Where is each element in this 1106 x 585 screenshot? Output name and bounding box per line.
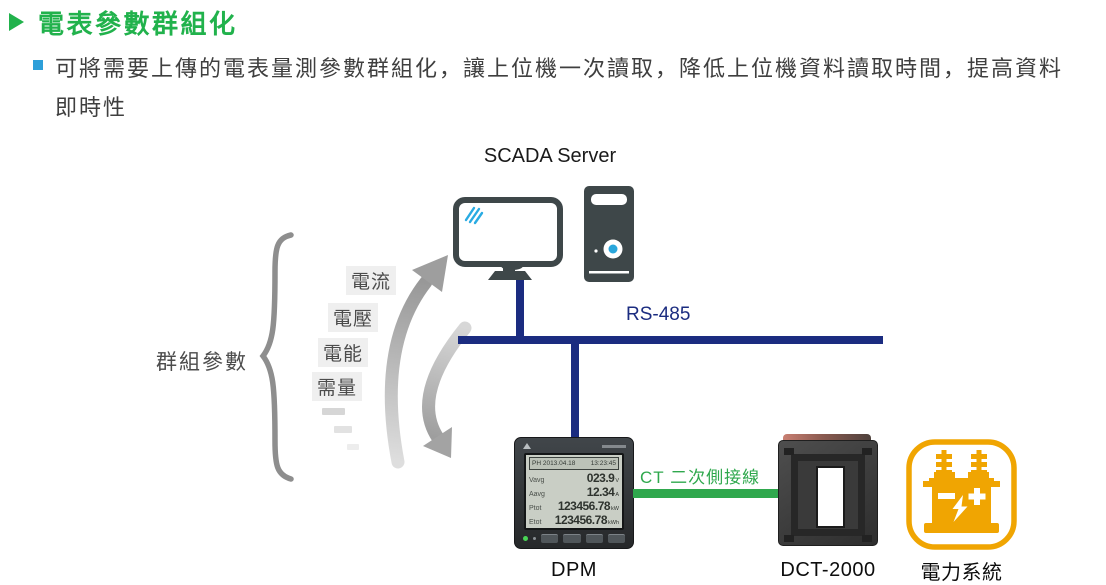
ct-wiring-line [633, 489, 778, 498]
dpm-buttons [523, 534, 625, 543]
dct-corner-tab [862, 448, 872, 455]
dct-corner-tab [784, 448, 794, 455]
dpm-key [541, 534, 559, 543]
pc-tower-icon [584, 186, 634, 282]
dpm-key [563, 534, 581, 543]
square-bullet-icon [33, 60, 43, 70]
dct-copper-winding [783, 434, 871, 445]
power-system-label: 電力系統 [920, 562, 1003, 584]
lcd-time: 13:23:45 [590, 460, 616, 467]
scada-server-label: SCADA Server [483, 145, 617, 167]
param-chip-voltage: 電壓 [328, 303, 379, 332]
dct-2000-label: DCT-2000 [780, 559, 876, 581]
dpm-meter: PH 2013.04.18 13:23:45 Vavg 023.9 V Aavg… [514, 437, 634, 549]
page-title: 電表參數群組化 [38, 9, 238, 39]
param-chip-energy: 電能 [318, 338, 369, 367]
dct-corner-tab [784, 535, 794, 542]
dct-2000-device [778, 434, 878, 548]
upload-arrow-icon [384, 255, 448, 469]
faded-param-dash [322, 408, 345, 415]
intro-line-1: 可將需要上傳的電表量測參數群組化，讓上位機一次讀取，降低上位機資料讀取時間，提高… [55, 56, 1064, 81]
lcd-row-etot: Etot 123456.78 kWh [529, 513, 619, 527]
bus-line-server-drop [516, 277, 524, 338]
data-transfer-arrows [384, 255, 472, 469]
param-chip-demand: 需量 [312, 372, 363, 401]
faded-param-dash [334, 426, 352, 433]
dpm-lcd-screen: PH 2013.04.18 13:23:45 Vavg 023.9 V Aavg… [524, 453, 624, 530]
dpm-label: DPM [551, 559, 597, 581]
download-arrow-icon [422, 321, 472, 458]
lcd-header: PH 2013.04.18 13:23:45 [529, 457, 619, 470]
lcd-row-aavg: Aavg 12.34 A [529, 485, 619, 499]
faded-param-dash [347, 444, 359, 450]
dct-center-window [816, 466, 845, 528]
lcd-row-ptot: Ptot 123456.78 kW [529, 499, 619, 513]
intro-text: 可將需要上傳的電表量測參數群組化，讓上位機一次讀取，降低上位機資料讀取時間，提高… [55, 49, 1105, 127]
rs485-label: RS-485 [626, 304, 691, 325]
bus-line-meter-drop [571, 344, 579, 439]
intro-line-2: 即時性 [55, 95, 128, 120]
triangle-bullet-icon [9, 13, 24, 31]
delta-logo-icon [523, 443, 531, 449]
param-chip-current: 電流 [346, 266, 397, 295]
monitor-icon [453, 197, 563, 280]
ct-wiring-label: CT 二次側接線 [640, 468, 761, 487]
power-system-icon [906, 439, 1017, 550]
lcd-row-vavg: Vavg 023.9 V [529, 471, 619, 485]
dpm-led-icon [533, 537, 536, 540]
dpm-model-marking [602, 445, 626, 448]
bus-line-rs485 [458, 336, 883, 344]
dpm-key [585, 534, 603, 543]
curly-brace-icon [259, 232, 294, 482]
dct-corner-tab [862, 535, 872, 542]
dpm-key [607, 534, 625, 543]
lcd-date: PH 2013.04.18 [532, 460, 576, 467]
dpm-led-icon [523, 536, 528, 541]
group-params-label: 群組參數 [156, 351, 248, 374]
